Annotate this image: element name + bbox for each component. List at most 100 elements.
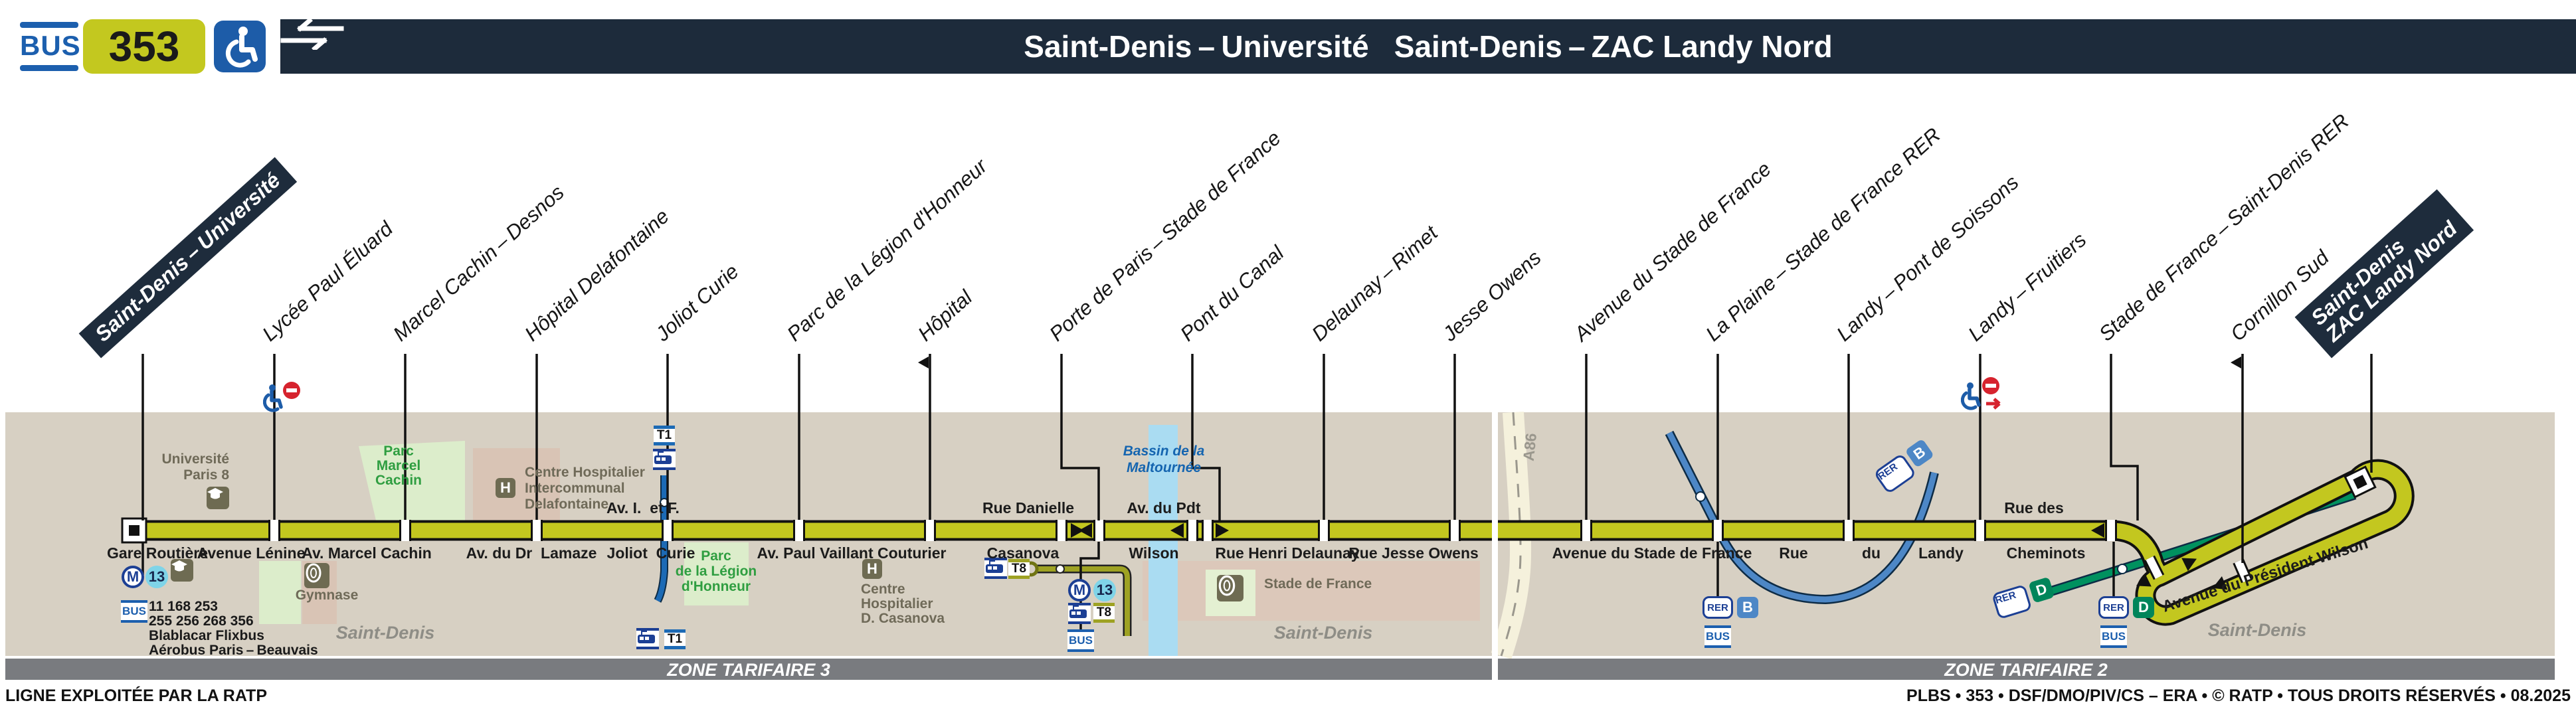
stop-route-tick: [1056, 520, 1067, 541]
map-label: Parc: [383, 443, 414, 459]
bus-logo-bar-top: [20, 22, 78, 28]
tram-icon: [1068, 603, 1091, 624]
bus-connection-icon: BUS: [1704, 625, 1731, 648]
stop-route-tick: [793, 520, 805, 541]
map-label: Intercommunal: [525, 481, 625, 496]
map-label: Maltournée: [1126, 460, 1202, 475]
map-label: Gymnase: [295, 588, 359, 603]
map-label: Avenue du Stade de France: [1552, 544, 1752, 562]
stadium-icon: [1217, 575, 1243, 601]
bus-logo-bar-bottom: [20, 65, 78, 71]
map-label: Joliot Curie: [606, 544, 695, 562]
terminus-b-title: Saint-Denis – ZAC Landy Nord: [1394, 29, 1833, 64]
stop-route-tick: [1712, 520, 1724, 541]
university-icon: [171, 559, 193, 582]
metro-line-13-badge: 13: [1093, 579, 1116, 601]
tram-t1-badge: T1: [654, 426, 675, 445]
park-area-gymnase: [259, 561, 301, 624]
map-label: Cheminots: [2006, 544, 2086, 562]
zone-bar-right: [1498, 659, 2555, 680]
zone-tarifaire-3-label: ZONE TARIFAIRE 3: [667, 660, 830, 680]
map-label: Gare Routière: [106, 544, 209, 562]
copyright-note: PLBS • 353 • DSF/DMO/PIV/CS – ERA • © RA…: [1906, 686, 2571, 705]
bus-connection-icon: BUS: [2100, 625, 2127, 648]
terminus-marker-end: [2344, 465, 2377, 499]
map-label: 255 256 268 356: [149, 613, 254, 629]
bus-logo-word: BUS: [20, 30, 81, 61]
map-label: Université: [161, 451, 229, 467]
map-label: Centre Hospitalier: [525, 465, 645, 480]
stop-route-tick: [531, 520, 543, 541]
hospital-icon: H: [496, 478, 515, 498]
tram-t1-badge: T1: [664, 629, 686, 649]
tram-t8-badge: T8: [1008, 559, 1030, 579]
metro-icon: M: [1068, 579, 1091, 601]
stop-route-tick: [399, 520, 411, 541]
stop-route-tick: [1843, 520, 1855, 541]
map-label: Av. Paul Vaillant Couturier: [757, 544, 947, 562]
stop-route-tick: [268, 520, 280, 541]
a86-centerline: [1500, 412, 1522, 657]
map-label: de la Légion: [675, 564, 757, 579]
map-label: Av. I. et F.: [606, 499, 680, 517]
map-label: Stade de France: [1264, 576, 1372, 592]
t8-station-dot: [1056, 564, 1065, 574]
stop-route-tick: [1580, 520, 1592, 541]
stop-connectors: [141, 354, 2373, 629]
tram-icon: [984, 558, 1007, 579]
operator-note: LIGNE EXPLOITÉE PAR LA RATP: [5, 686, 268, 705]
stadium-icon: [304, 563, 329, 588]
map-label: Saint-Denis: [335, 623, 435, 643]
park-legion-honneur-area: [684, 542, 749, 605]
tram-icon: [653, 449, 676, 470]
map-label: Av. du Dr Lamaze: [466, 544, 597, 562]
bus-logo: BUS: [20, 22, 81, 71]
map-label: Avenue Lénine: [197, 544, 306, 562]
map-label: Bassin de la: [1123, 443, 1205, 459]
map-label: Av. Marcel Cachin: [302, 544, 432, 562]
map-label: Wilson: [1129, 544, 1179, 562]
hospital-delafontaine-area: [473, 448, 560, 521]
stop-route-tick: [924, 520, 936, 541]
map-label: D. Casanova: [861, 611, 945, 626]
tram-t8-badge: T8: [1093, 603, 1115, 623]
park-marcel-cachin-area: [359, 441, 465, 520]
stop-route-tick: [1318, 520, 1330, 541]
map-label: Saint-Denis: [2207, 620, 2307, 640]
zone-separator: [1492, 412, 1498, 681]
map-label: Saint-Denis: [1273, 623, 1373, 643]
two-way-arrow-icon: [280, 19, 344, 50]
map-label: Marcel: [376, 458, 421, 473]
zone-tarifaire-2-label: ZONE TARIFAIRE 2: [1944, 660, 2108, 680]
map-label: Rue des: [2004, 499, 2064, 517]
stop-route-tick: [2105, 520, 2117, 541]
map-label: Rue Henri Delaunay: [1215, 544, 1360, 562]
rer-d-station-dot: [2117, 564, 2128, 574]
map-label: Rue Jesse Owens: [1348, 544, 1479, 562]
route-loop: [2138, 461, 2412, 623]
map-label: Rue: [1779, 544, 1808, 562]
t8-line: [1036, 566, 1130, 636]
metro-line-13-badge: 13: [145, 566, 168, 588]
map-label: d'Honneur: [681, 579, 751, 594]
map-label: Blablacar Flixbus: [149, 628, 264, 643]
rer-b-badge: B: [1737, 597, 1758, 618]
map-label: Cachin: [375, 473, 422, 488]
university-icon: [207, 487, 229, 509]
line-number-badge: 353: [83, 19, 205, 74]
extra-stop-ticks: [1093, 520, 2253, 584]
zone-bar-left: [5, 659, 1492, 680]
stade-de-france-area: [1143, 561, 1480, 621]
map-label: Av. du Pdt: [1127, 499, 1201, 517]
map-label: A86: [1519, 432, 1540, 462]
t1-line: [655, 475, 667, 602]
rer-d-badge: D: [2133, 597, 2154, 618]
header-bar: Saint-Denis – Université Saint-Denis – Z…: [280, 19, 2576, 74]
map-label: Paris 8: [183, 467, 229, 483]
stop-route-tick: [1186, 520, 1198, 541]
direction-arrows: [1071, 523, 2228, 590]
bus-connection-icon: BUS: [1067, 629, 1094, 652]
map-label: Hospitalier: [861, 596, 933, 611]
